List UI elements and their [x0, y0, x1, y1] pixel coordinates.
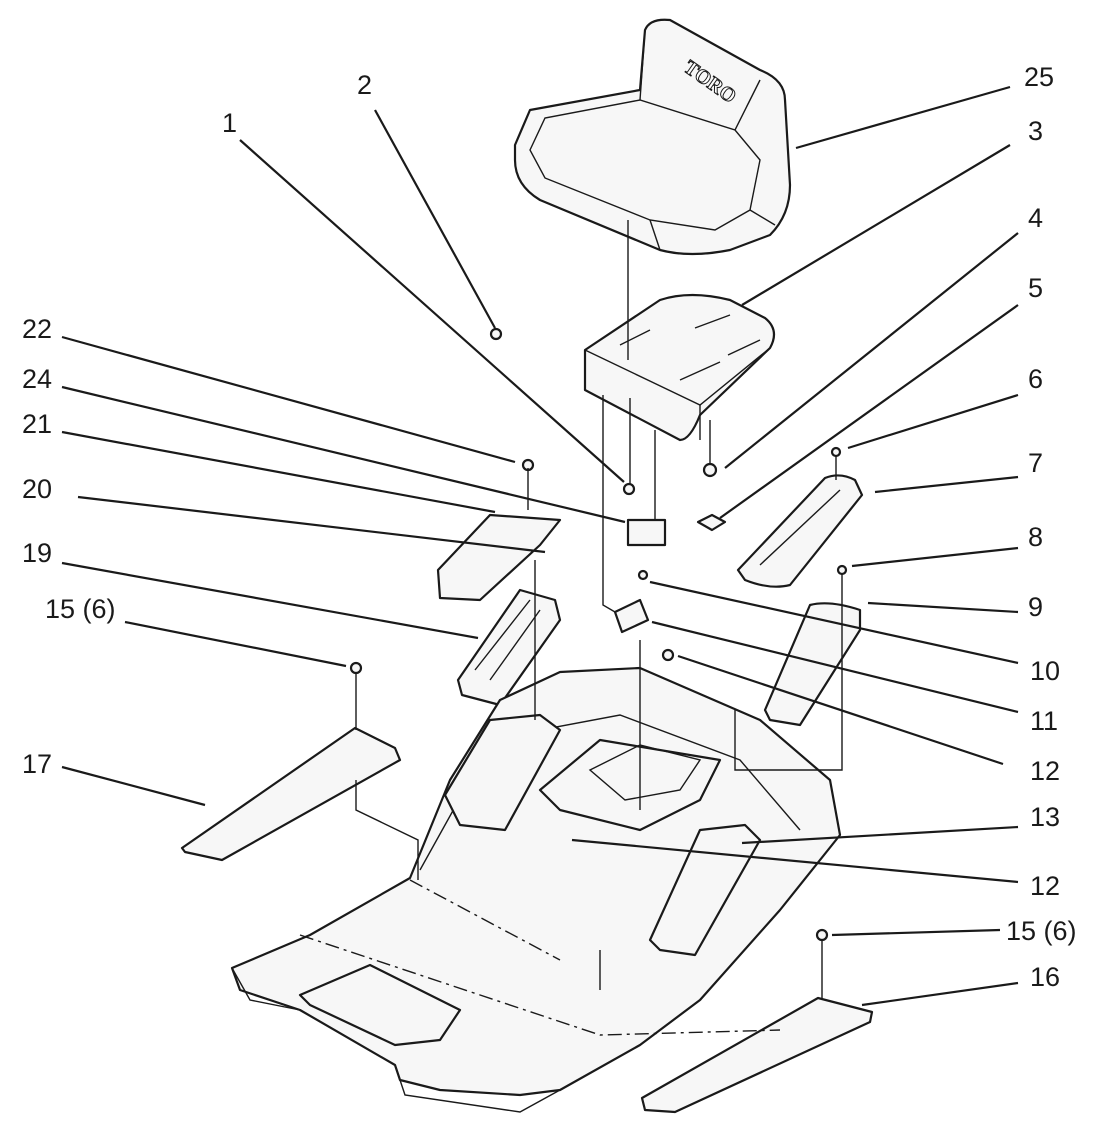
left-fender-panels — [436, 513, 562, 707]
leader-lines — [61, 85, 1019, 1007]
callout-4: 4 — [1028, 203, 1043, 233]
callout-24: 24 — [22, 364, 52, 394]
callout-12-upper: 12 — [1030, 756, 1060, 786]
callout-15-left: 15 (6) — [45, 594, 116, 624]
chassis-body — [230, 666, 842, 1113]
callout-labels: 25 3 4 5 6 7 8 9 10 11 12 13 12 15 (6) 1… — [22, 62, 1077, 992]
callout-25: 25 — [1024, 62, 1054, 92]
callout-7: 7 — [1028, 448, 1043, 478]
callout-3: 3 — [1028, 116, 1043, 146]
assembly-lines — [299, 220, 843, 1036]
callout-19: 19 — [22, 538, 52, 568]
callout-20: 20 — [22, 474, 52, 504]
callout-8: 8 — [1028, 522, 1043, 552]
footrest-right — [640, 996, 874, 1114]
callout-10: 10 — [1030, 656, 1060, 686]
callout-22: 22 — [22, 314, 52, 344]
callout-17: 17 — [22, 749, 52, 779]
callout-15-right: 15 (6) — [1006, 916, 1077, 946]
callout-2: 2 — [357, 70, 372, 100]
callout-16: 16 — [1030, 962, 1060, 992]
seat-cushion: TORO — [513, 18, 792, 256]
callout-12-lower: 12 — [1030, 871, 1060, 901]
callout-1: 1 — [222, 108, 237, 138]
callout-21: 21 — [22, 409, 52, 439]
seat-pan — [583, 293, 776, 442]
right-fender-panels — [736, 474, 864, 727]
callout-6: 6 — [1028, 364, 1043, 394]
callout-5: 5 — [1028, 273, 1043, 303]
footrest-left — [180, 726, 402, 862]
callout-13: 13 — [1030, 802, 1060, 832]
callout-9: 9 — [1028, 592, 1043, 622]
callout-11: 11 — [1030, 706, 1058, 736]
